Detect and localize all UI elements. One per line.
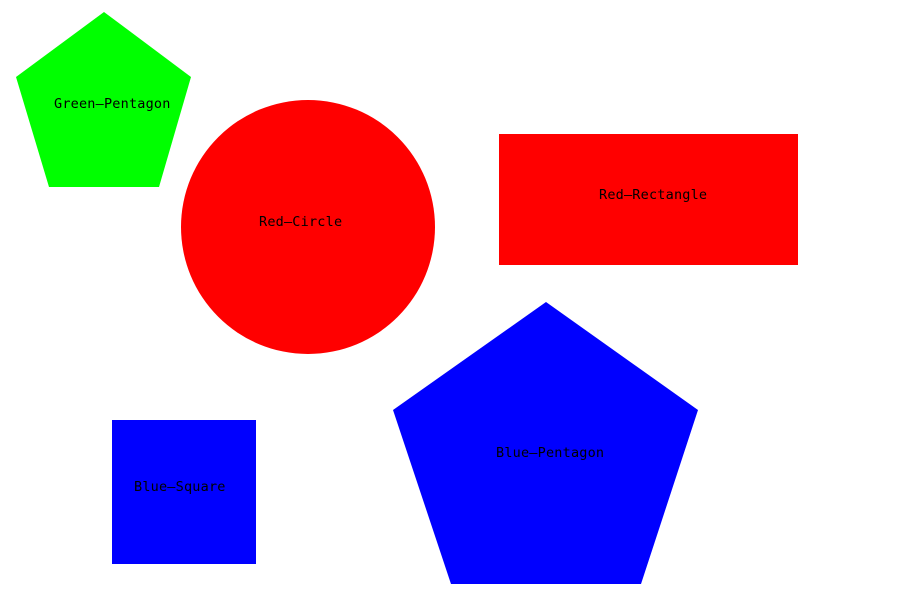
blue-square-shape	[112, 420, 256, 564]
blue-square-label: Blue—Square	[134, 479, 226, 495]
blue-pentagon-label: Blue—Pentagon	[496, 445, 604, 461]
blue-pentagon-shape	[393, 302, 698, 584]
red-circle-shape-group: Red—Circle	[181, 100, 435, 354]
red-rectangle-label: Red—Rectangle	[599, 187, 707, 203]
red-circle-label: Red—Circle	[259, 214, 342, 230]
green-pentagon-shape	[16, 12, 191, 187]
red-circle-shape	[181, 100, 435, 354]
green-pentagon-shape-group: Green—Pentagon	[16, 12, 191, 187]
green-pentagon-label: Green—Pentagon	[54, 96, 171, 112]
red-rectangle-shape-group: Red—Rectangle	[499, 134, 798, 265]
blue-square-shape-group: Blue—Square	[112, 420, 256, 564]
red-rectangle-shape	[499, 134, 798, 265]
blue-pentagon-shape-group: Blue—Pentagon	[393, 302, 698, 584]
